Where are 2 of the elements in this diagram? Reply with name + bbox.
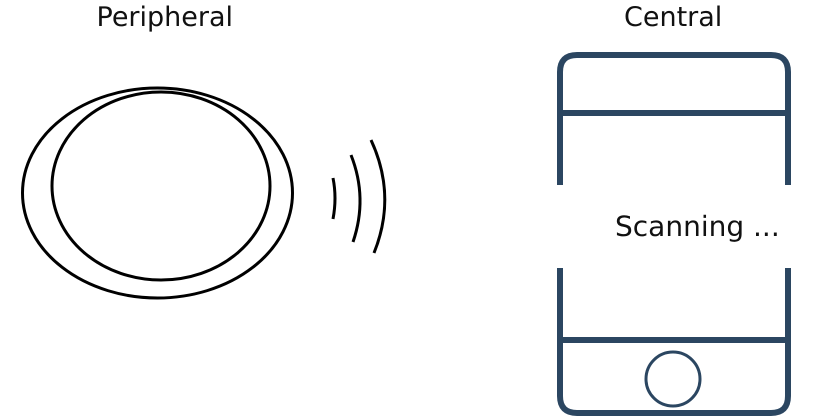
device-heading: Central	[624, 2, 722, 34]
device-heading: Peripheral	[96, 2, 234, 34]
